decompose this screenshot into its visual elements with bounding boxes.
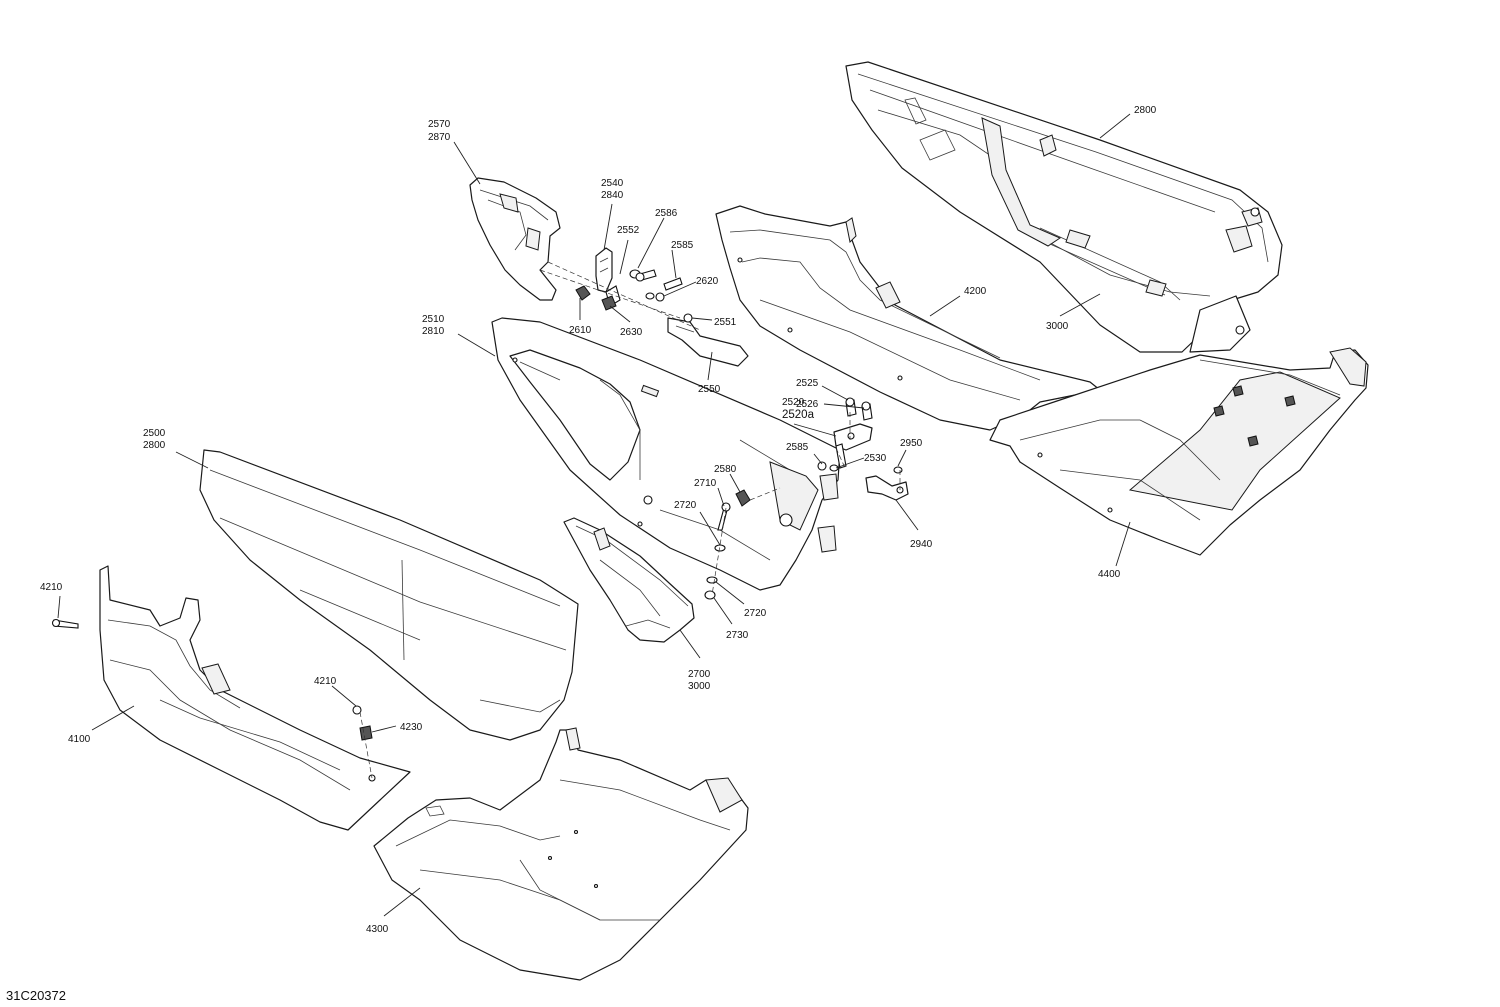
label-2585-top: 2585 [671, 240, 694, 251]
label-2730: 2730 [726, 630, 749, 641]
nut-2620[interactable] [655, 292, 665, 302]
bolt-2552[interactable] [635, 269, 657, 282]
label-2940: 2940 [910, 539, 933, 550]
label-3000: 3000 [688, 681, 711, 692]
rocker-panel-4100-part[interactable] [99, 565, 411, 831]
label-2950: 2950 [900, 438, 923, 449]
label-2710: 2710 [694, 478, 717, 489]
door-outer-panel-2500-part[interactable] [199, 449, 579, 741]
rear-door-frame-part[interactable] [845, 61, 1283, 353]
bolt-4210-a[interactable] [51, 618, 79, 629]
label-4230: 4230 [400, 722, 423, 733]
clip-2950[interactable] [893, 466, 903, 474]
figure-code: 31C20372 [6, 988, 66, 1003]
label-2800: 2800 [143, 440, 166, 451]
label-2550: 2550 [698, 384, 721, 395]
label-2551: 2551 [714, 317, 737, 328]
nut-2730[interactable] [704, 590, 716, 600]
strap-2550-part[interactable] [667, 317, 749, 367]
part-number-labels: 2570 2870 2540 2840 2586 2552 2585 2620 … [40, 105, 1157, 935]
hinge-2520-part[interactable] [833, 423, 873, 469]
nut-2610[interactable] [575, 285, 591, 301]
clip-2551[interactable] [683, 313, 693, 323]
washer-2530[interactable] [829, 464, 839, 472]
floor-panel-4200-part[interactable] [715, 205, 1101, 431]
label-2586: 2586 [655, 208, 678, 219]
floor-panel-4300-part[interactable] [373, 727, 749, 981]
label-2552: 2552 [617, 225, 640, 236]
nut-4230[interactable] [359, 725, 373, 741]
door-frame-2510-part[interactable] [491, 317, 841, 591]
label-2800-top: 2800 [1134, 105, 1157, 116]
door-pocket-2700-part[interactable] [563, 517, 695, 643]
label-4400: 4400 [1098, 569, 1121, 580]
label-2530: 2530 [864, 453, 887, 464]
label-2720-upper: 2720 [674, 500, 697, 511]
label-2526: 2526 [796, 399, 819, 410]
screw-2585[interactable] [663, 277, 683, 291]
label-4200: 4200 [964, 286, 987, 297]
label-2610: 2610 [569, 325, 592, 336]
bolt-4210-b[interactable] [352, 705, 362, 715]
label-4210-mid: 4210 [314, 676, 337, 687]
label-2840: 2840 [601, 190, 624, 201]
label-2500: 2500 [143, 428, 166, 439]
label-3000-top: 3000 [1046, 321, 1069, 332]
washer-2720-b[interactable] [706, 576, 718, 584]
label-4210-left: 4210 [40, 582, 63, 593]
clip-2630[interactable] [601, 292, 655, 311]
floor-panel-4400-part[interactable] [989, 295, 1369, 556]
label-2520: 2520 [782, 397, 805, 408]
screw-2585-b[interactable] [817, 461, 827, 471]
label-2540: 2540 [601, 178, 624, 189]
bracket-2570-part[interactable] [469, 177, 561, 301]
label-2630: 2630 [620, 327, 643, 338]
label-2700: 2700 [688, 669, 711, 680]
label-2510: 2510 [422, 314, 445, 325]
label-4300: 4300 [366, 924, 389, 935]
washer-2720-a[interactable] [714, 544, 726, 552]
bracket-2940-part[interactable] [865, 475, 909, 501]
label-2520a: 2520a [782, 409, 815, 421]
label-2580: 2580 [714, 464, 737, 475]
label-2720-lower: 2720 [744, 608, 767, 619]
label-2570: 2570 [428, 119, 451, 130]
label-2585-mid: 2585 [786, 442, 809, 453]
bolt-2525[interactable] [845, 397, 857, 417]
washer-2526[interactable] [861, 401, 873, 421]
leader-lines [57, 113, 1131, 917]
label-2870: 2870 [428, 132, 451, 143]
label-2525: 2525 [796, 378, 819, 389]
assembly-dashed-lines [359, 261, 901, 779]
label-2620: 2620 [696, 276, 719, 287]
label-4100: 4100 [68, 734, 91, 745]
label-2810: 2810 [422, 326, 445, 337]
